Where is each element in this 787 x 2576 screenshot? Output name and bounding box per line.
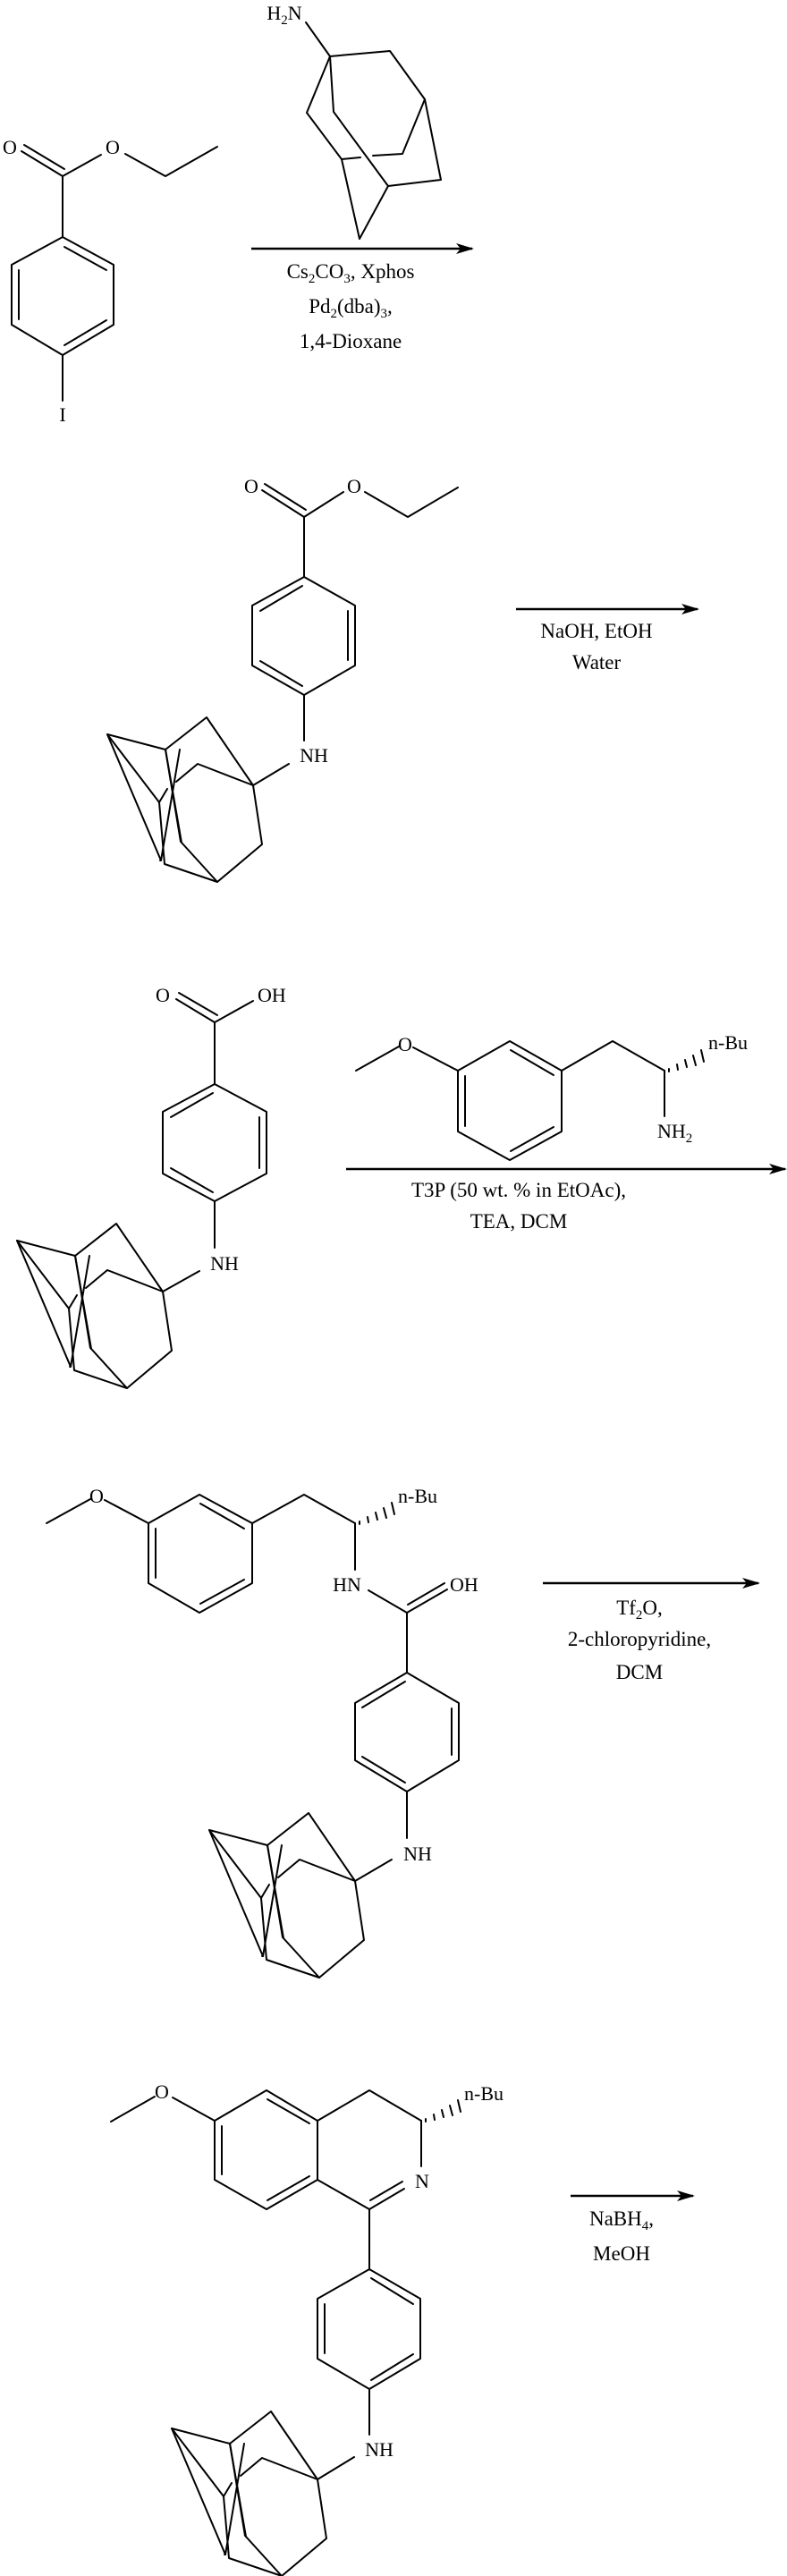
n-butyl-label: n-Bu	[464, 2082, 504, 2105]
carbonyl-oxygen-label: O	[3, 136, 17, 158]
hash-bond	[425, 2099, 461, 2123]
condition-1-line-1: Cs2CO3, Xphos	[287, 260, 415, 286]
condition-5-line-2: MeOH	[593, 2242, 650, 2265]
condition-1-line-2: Pd2(dba)3,	[309, 295, 393, 321]
n-butyl-label: n-Bu	[708, 1031, 748, 1054]
hash-bond	[359, 1502, 395, 1525]
nh-label: NH	[403, 1843, 432, 1865]
condition-5-line-1: NaBH4,	[589, 2207, 654, 2233]
condition-3-line-1: T3P (50 wt. % in EtOAc),	[411, 1179, 626, 1201]
condition-4-line-3: DCM	[616, 1661, 663, 1683]
step-4: O n-Bu HN OH NH Tf2O, 2-chloropyridine, …	[46, 1485, 760, 1979]
step-3: O OH NH O n-Bu NH2 T3P (50 wt.	[16, 984, 787, 1389]
methoxy-oxygen-label: O	[89, 1485, 104, 1507]
nh2-label: NH2	[657, 1120, 692, 1146]
ester-oxygen-label: O	[347, 475, 361, 497]
conditions-1: Cs2CO3, Xphos Pd2(dba)3, 1,4-Dioxane	[287, 260, 415, 352]
condition-2-line-1: NaOH, EtOH	[540, 620, 652, 642]
ring-nitrogen-label: N	[415, 2170, 429, 2192]
hash-bond	[668, 1049, 705, 1072]
step-2: O O NH NaOH, EtOH Water	[106, 475, 699, 883]
hn-label: HN	[333, 1573, 361, 1596]
iodine-label: I	[59, 403, 65, 426]
nh-label: NH	[210, 1252, 239, 1275]
adamantanamine: H2N	[267, 2, 442, 240]
ethyl-4-iodobenzoate: O O I	[3, 136, 218, 426]
methoxy-oxygen-label: O	[155, 2080, 169, 2103]
oh-label: OH	[258, 984, 286, 1006]
n-butyl-label: n-Bu	[398, 1485, 437, 1507]
step-1: O O I H2N Cs2CO3, Xphos Pd2(dba)3, 1,4-D…	[3, 2, 474, 426]
ethyl-aminobenzoate: O O NH	[106, 475, 459, 883]
condition-1-line-3: 1,4-Dioxane	[300, 330, 402, 352]
carbonyl-oxygen-label: O	[244, 475, 258, 497]
condition-4-line-2: 2-chloropyridine,	[568, 1628, 711, 1650]
chiral-amine: O n-Bu NH2	[355, 1031, 748, 1161]
amine-label: H2N	[267, 2, 301, 28]
condition-2-line-2: Water	[572, 651, 622, 674]
benzoic-acid: O OH NH	[16, 984, 286, 1389]
carbonyl-oxygen-label: O	[156, 984, 170, 1006]
methoxy-oxygen-label: O	[398, 1033, 412, 1055]
step-5: O n-Bu N NH NaBH4, MeOH	[110, 2080, 695, 2576]
ester-oxygen-label: O	[106, 136, 120, 158]
condition-3-line-2: TEA, DCM	[470, 1210, 568, 1233]
nh-label: NH	[365, 2438, 394, 2461]
oh-label: OH	[450, 1573, 478, 1596]
dihydroisoquinoline: O n-Bu N NH	[110, 2080, 504, 2576]
nh-label: NH	[300, 744, 328, 767]
condition-4-line-1: Tf2O,	[616, 1597, 663, 1623]
amide-intermediate: O n-Bu HN OH NH	[46, 1485, 478, 1979]
